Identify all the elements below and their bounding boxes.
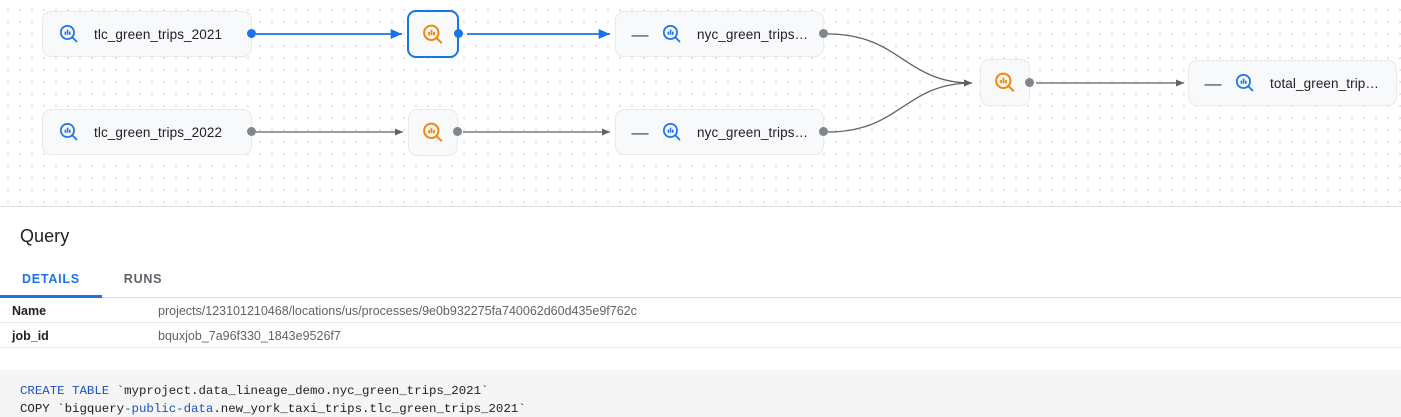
- detail-key: Name: [12, 303, 47, 318]
- detail-value: projects/123101210468/locations/us/proce…: [158, 303, 637, 318]
- sql-literal-public-data: -public-data: [124, 402, 214, 416]
- node-output-port[interactable]: [453, 127, 462, 136]
- graph-node-tlc-green-trips-2021[interactable]: tlc_green_trips_2021: [42, 11, 252, 57]
- node-output-port[interactable]: [819, 127, 828, 136]
- graph-node-label: tlc_green_trips_2021: [94, 26, 223, 42]
- node-output-port[interactable]: [454, 29, 463, 38]
- bigquery-table-search-icon: [660, 120, 684, 144]
- node-output-port[interactable]: [247, 127, 256, 136]
- detail-row-job-id: job_id bquxjob_7a96f330_1843e9526f7: [0, 323, 1401, 348]
- process-search-icon: [421, 121, 445, 145]
- lineage-graph-canvas[interactable]: tlc_green_trips_2021 tlc_green_trips_202…: [0, 0, 1401, 206]
- graph-node-label: tlc_green_trips_2022: [94, 124, 223, 140]
- graph-node-nyc-green-trips-2022[interactable]: — nyc_green_trips…: [615, 109, 824, 155]
- collapse-toggle-icon[interactable]: —: [631, 24, 649, 44]
- bigquery-table-search-icon: [57, 22, 81, 46]
- detail-row-name: Name projects/123101210468/locations/us/…: [0, 298, 1401, 323]
- tab-details[interactable]: DETAILS: [0, 272, 102, 298]
- graph-node-nyc-green-trips-2021[interactable]: — nyc_green_trips…: [615, 11, 824, 57]
- details-table: Name projects/123101210468/locations/us/…: [0, 298, 1401, 348]
- edge-nyc2022-proc3: [827, 79, 973, 133]
- process-search-icon: [993, 71, 1017, 95]
- node-output-port[interactable]: [247, 29, 256, 38]
- panel-title: Query: [20, 226, 70, 246]
- detail-value: bquxjob_7a96f330_1843e9526f7: [158, 328, 341, 343]
- sql-keyword-create-table: CREATE TABLE: [20, 384, 110, 398]
- collapse-toggle-icon[interactable]: —: [631, 122, 649, 142]
- graph-node-label: total_green_trip…: [1270, 75, 1380, 91]
- sql-code-block: CREATE TABLE `myproject.data_lineage_dem…: [0, 370, 1401, 417]
- bigquery-table-search-icon: [660, 22, 684, 46]
- graph-node-process-selected[interactable]: [407, 10, 459, 58]
- tab-runs[interactable]: RUNS: [123, 272, 163, 286]
- graph-node-tlc-green-trips-2022[interactable]: tlc_green_trips_2022: [42, 109, 252, 155]
- graph-node-total-green-trips[interactable]: — total_green_trip…: [1188, 60, 1397, 106]
- bigquery-table-search-icon: [57, 120, 81, 144]
- sql-line1-rest: `myproject.data_lineage_demo.nyc_green_t…: [109, 384, 489, 398]
- sql-line2-rest: .new_york_taxi_trips.tlc_green_trips_202…: [213, 402, 526, 416]
- tab-bar: DETAILS RUNS: [0, 259, 1401, 298]
- graph-node-process[interactable]: [408, 109, 458, 156]
- sql-line2-prefix: COPY `bigquery: [20, 402, 125, 416]
- collapse-toggle-icon[interactable]: —: [1204, 73, 1222, 93]
- process-search-icon: [421, 22, 445, 46]
- node-output-port[interactable]: [1025, 78, 1034, 87]
- graph-node-process-merge[interactable]: [980, 59, 1030, 106]
- detail-key: job_id: [12, 328, 49, 343]
- details-panel: Query DETAILS RUNS Name projects/1231012…: [0, 207, 1401, 417]
- graph-node-label: nyc_green_trips…: [697, 26, 809, 42]
- edge-nyc2021-proc3: [827, 33, 973, 87]
- graph-node-label: nyc_green_trips…: [697, 124, 809, 140]
- node-output-port[interactable]: [819, 29, 828, 38]
- bigquery-table-search-icon: [1233, 71, 1257, 95]
